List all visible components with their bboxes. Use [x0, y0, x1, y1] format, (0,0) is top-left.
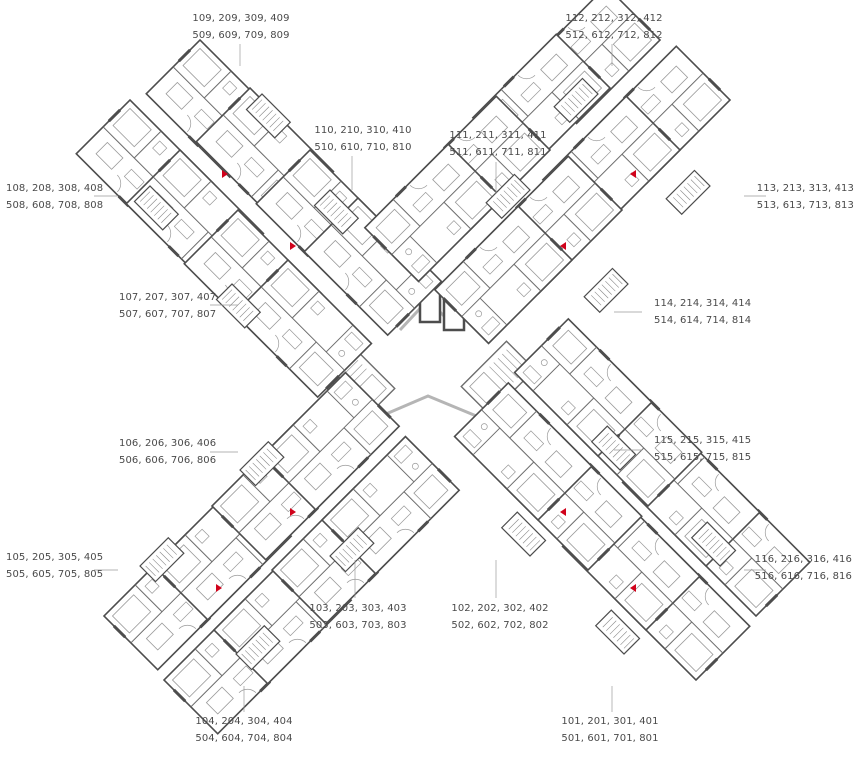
unit-label-line: 509, 609, 709, 809: [192, 30, 290, 41]
unit-label-line: 506, 606, 706, 806: [119, 455, 217, 466]
unit-label-line: 514, 614, 714, 814: [654, 315, 752, 326]
unit-label-group: 116, 216, 316, 416 516, 616, 716, 816: [742, 551, 852, 585]
unit-label-group: 104, 204, 304, 404 504, 604, 704, 804: [189, 713, 299, 747]
unit-label-line: 114, 214, 314, 414: [654, 298, 752, 309]
unit-label-group: 107, 207, 307, 407 507, 607, 707, 807: [119, 289, 229, 323]
unit-label-line: 102, 202, 302, 402: [451, 603, 549, 614]
unit-label-line: 108, 208, 308, 408: [6, 183, 104, 194]
unit-label-line: 103, 203, 303, 403: [309, 603, 407, 614]
leader-lines: [94, 44, 766, 712]
unit-label-group: 114, 214, 314, 414 514, 614, 714, 814: [654, 295, 764, 329]
unit-label-line: 107, 207, 307, 407: [119, 292, 217, 303]
unit-label-line: 516, 616, 716, 816: [754, 571, 852, 582]
unit-label-line: 115, 215, 315, 415: [654, 435, 752, 446]
unit-label-line: 503, 603, 703, 803: [309, 620, 407, 631]
unit-label-group: 112, 212, 312, 412 512, 612, 712, 812: [559, 10, 669, 44]
unit-label-line: 109, 209, 309, 409: [192, 13, 290, 24]
unit-label-line: 101, 201, 301, 401: [561, 716, 659, 727]
unit-label-group: 101, 201, 301, 401 501, 601, 701, 801: [555, 713, 665, 747]
unit-label-line: 501, 601, 701, 801: [561, 733, 659, 744]
unit-label-line: 507, 607, 707, 807: [119, 309, 217, 320]
unit-label-line: 515, 615, 715, 815: [654, 452, 752, 463]
wing-south-west: [102, 371, 461, 736]
unit-label-line: 502, 602, 702, 802: [451, 620, 549, 631]
unit-label-line: 508, 608, 708, 808: [6, 200, 104, 211]
unit-label-line: 111, 211, 311, 411: [449, 130, 547, 141]
unit-label-group: 105, 205, 305, 405 505, 605, 705, 805: [6, 549, 116, 583]
unit-label-line: 106, 206, 306, 406: [119, 438, 217, 449]
unit-label-group: 106, 206, 306, 406 506, 606, 706, 806: [119, 435, 229, 469]
unit-label-group: 113, 213, 313, 413 513, 613, 713, 813: [744, 180, 854, 214]
entrance-markers: [216, 170, 636, 592]
unit-label-group: 108, 208, 308, 408 508, 608, 708, 808: [6, 180, 116, 214]
unit-label-group: 111, 211, 311, 411 511, 611, 711, 811: [443, 127, 553, 161]
unit-label-line: 113, 213, 313, 413: [756, 183, 854, 194]
unit-label-group: 102, 202, 302, 402 502, 602, 702, 802: [445, 600, 555, 634]
unit-label-line: 512, 612, 712, 812: [565, 30, 663, 41]
unit-label-group: 115, 215, 315, 415 515, 615, 715, 815: [654, 432, 764, 466]
unit-label-group: 103, 203, 303, 403 503, 603, 703, 803: [303, 600, 413, 634]
unit-label-group: 110, 210, 310, 410 510, 610, 710, 810: [308, 122, 418, 156]
unit-label-line: 112, 212, 312, 412: [565, 13, 663, 24]
unit-label-line: 104, 204, 304, 404: [195, 716, 293, 727]
unit-label-group: 109, 209, 309, 409 509, 609, 709, 809: [186, 10, 296, 44]
unit-label-line: 504, 604, 704, 804: [195, 733, 293, 744]
unit-label-line: 116, 216, 316, 416: [754, 554, 852, 565]
unit-label-line: 505, 605, 705, 805: [6, 569, 104, 580]
unit-label-line: 511, 611, 711, 811: [449, 147, 547, 158]
unit-label-line: 105, 205, 305, 405: [6, 552, 104, 563]
unit-label-line: 513, 613, 713, 813: [756, 200, 854, 211]
unit-label-line: 110, 210, 310, 410: [314, 125, 412, 136]
unit-label-line: 510, 610, 710, 810: [314, 142, 412, 153]
